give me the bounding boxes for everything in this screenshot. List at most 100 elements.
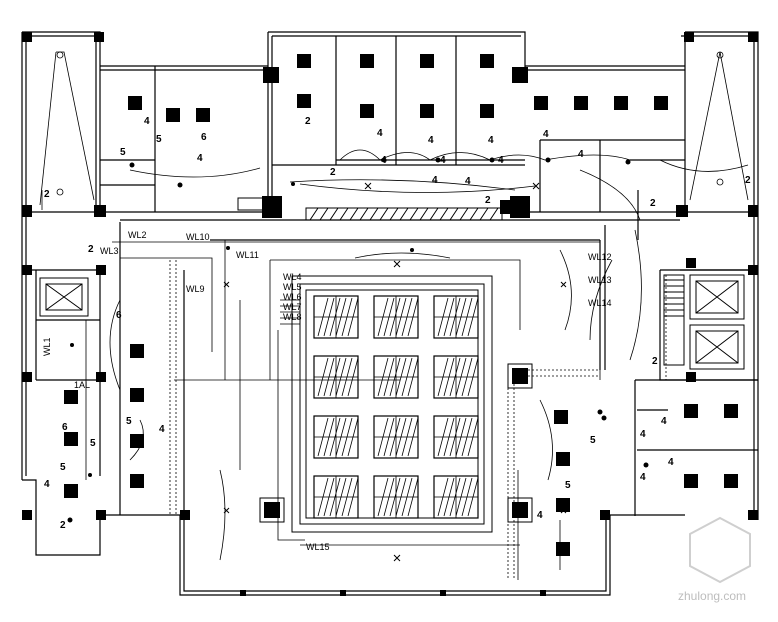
wire-count: 4: [377, 128, 383, 139]
light-fixture: [128, 96, 142, 110]
ceiling-light-fixtures: [64, 54, 738, 556]
light-fixture: [480, 104, 494, 118]
watermark-text: zhulong.com: [678, 589, 746, 603]
right-stair: [689, 51, 749, 201]
wire-count: 2: [745, 175, 751, 186]
building-walls: [21, 31, 759, 596]
light-fixture: [297, 54, 311, 68]
wire-count: 4: [578, 149, 584, 160]
label-wl6: WL6: [283, 292, 302, 302]
light-fixture: [166, 108, 180, 122]
wire-count: 6: [62, 422, 68, 433]
wire-count: 4: [381, 155, 387, 166]
label-wl2: WL2: [128, 230, 147, 240]
label-wl4: WL4: [283, 272, 302, 282]
label-wl8: WL8: [283, 312, 302, 322]
light-fixture: [556, 452, 570, 466]
skylight-panel: [373, 355, 419, 399]
wire-counts: 4 5 5 6 4 2 2 2 4 4 4 4 4 4 4 4 4 4 2 2 …: [44, 116, 751, 531]
wire-count: 4: [488, 135, 494, 146]
light-fixture: [420, 104, 434, 118]
wire-count: 6: [116, 310, 122, 321]
wire-count: 5: [126, 416, 132, 427]
label-wl1: WL1: [42, 337, 52, 356]
light-fixture: [614, 96, 628, 110]
wire-count: 5: [90, 438, 96, 449]
light-fixture: [64, 432, 78, 446]
recessed-fixture: [507, 497, 533, 523]
label-wl3: WL3: [100, 246, 119, 256]
wire-count: 4: [537, 510, 543, 521]
wire-count: 2: [652, 356, 658, 367]
wire-count: 4: [428, 135, 434, 146]
light-fixture: [360, 104, 374, 118]
recessed-fixture: [259, 497, 285, 523]
switches: [67, 157, 649, 523]
light-fixture: [534, 96, 548, 110]
light-fixture: [724, 474, 738, 488]
wire-count: 4: [668, 457, 674, 468]
skylight-panel: [373, 295, 419, 339]
light-fixture: [480, 54, 494, 68]
label-wl13: WL13: [588, 275, 612, 285]
skylight-panel: [433, 415, 479, 459]
skylight-panel: [373, 415, 419, 459]
light-fixture: [500, 200, 514, 214]
skylight-panel: [433, 295, 479, 339]
light-fixture: [654, 96, 668, 110]
wire-count: 4: [465, 176, 471, 187]
light-fixture: [64, 390, 78, 404]
wire-count: 5: [590, 435, 596, 446]
light-fixture: [684, 474, 698, 488]
light-fixture: [297, 94, 311, 108]
wire-count: 4: [640, 429, 646, 440]
wire-count: 2: [330, 167, 336, 178]
label-wl10: WL10: [186, 232, 210, 242]
light-fixture: [574, 96, 588, 110]
recessed-fixture-core: [512, 502, 528, 518]
wire-count: 2: [305, 116, 311, 127]
label-wl14: WL14: [588, 298, 612, 308]
wire-count: 4: [44, 479, 50, 490]
recessed-fixture-core: [264, 502, 280, 518]
light-fixture: [420, 54, 434, 68]
wire-count: 5: [565, 480, 571, 491]
wire-count: 4: [498, 155, 504, 166]
label-wl7: WL7: [283, 302, 302, 312]
label-wl5: WL5: [283, 282, 302, 292]
skylight-panel: [373, 475, 419, 519]
light-fixture: [724, 404, 738, 418]
wire-count: 4: [159, 424, 165, 435]
label-wl15: WL15: [306, 542, 330, 552]
elevators: [39, 274, 745, 370]
wire-count: 4: [661, 416, 667, 427]
watermark: zhulong.com: [678, 516, 751, 603]
label-wl11: WL11: [236, 250, 259, 260]
light-fixture: [684, 404, 698, 418]
skylight-panel: [433, 475, 479, 519]
light-fixture: [130, 344, 144, 358]
wire-count: 4: [440, 155, 446, 166]
circuit-labels: WL2 WL3 WL10 WL11 WL9 WL4 WL5 WL6 WL7 WL…: [42, 230, 612, 552]
light-fixture: [556, 498, 570, 512]
light-fixture: [130, 474, 144, 488]
light-fixture: [130, 434, 144, 448]
light-fixture: [64, 484, 78, 498]
wire-count: 2: [485, 195, 491, 206]
watermark-logo-icon: [689, 516, 751, 584]
wire-count: 6: [201, 132, 207, 143]
light-fixture: [130, 388, 144, 402]
skylight-panel: [313, 415, 359, 459]
wire-count: 4: [640, 472, 646, 483]
label-1al: 1AL: [74, 380, 90, 390]
recessed-fixture: [507, 363, 533, 389]
wire-count: 5: [120, 147, 126, 158]
light-fixture: [196, 108, 210, 122]
left-stair: [39, 51, 95, 206]
skylight-panel: [433, 355, 479, 399]
wire-count: 5: [60, 462, 66, 473]
wire-count: 2: [44, 189, 50, 200]
light-fixture: [556, 542, 570, 556]
light-fixture: [554, 410, 568, 424]
